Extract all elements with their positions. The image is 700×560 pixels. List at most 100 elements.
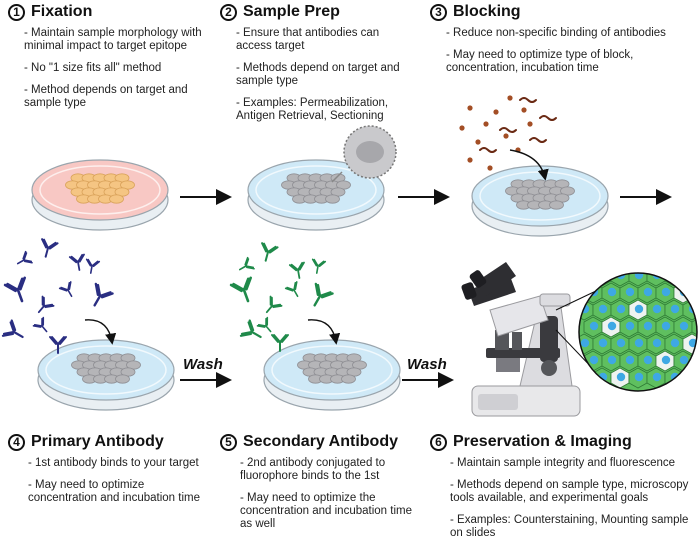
nucleus [643, 355, 653, 365]
note: - 2nd antibody conjugated to fluorophore… [240, 457, 386, 482]
blocking-protein [539, 115, 557, 121]
nucleus [679, 355, 689, 365]
step-notes: - Reduce non-specific binding of antibod… [430, 27, 670, 75]
step-title: Secondary Antibody [243, 433, 398, 450]
step-notes: - 2nd antibody conjugated to fluorophore… [220, 457, 420, 531]
blocking-particle [507, 95, 513, 101]
flow-arrows [180, 189, 672, 388]
microscope-icon [461, 262, 581, 417]
nucleus [688, 273, 697, 280]
primary-antibodies [1, 238, 114, 354]
antibody-icon [238, 256, 255, 271]
nucleus [634, 304, 644, 314]
blocking-protein [499, 127, 517, 133]
antibody-icon [313, 282, 334, 307]
antibody-icon [265, 295, 283, 314]
nucleus [607, 321, 617, 331]
nucleus [616, 304, 626, 314]
cell [325, 194, 340, 204]
blocking-protein [479, 147, 497, 153]
nucleus [688, 372, 697, 382]
step-number: 3 [430, 3, 447, 21]
nucleus [598, 304, 608, 314]
nucleus [580, 273, 590, 280]
drop-arrow-icon [509, 149, 549, 181]
step-primary-antibody: 4 Primary Antibody - 1st antibody binds … [8, 433, 208, 514]
blocking-particle [467, 157, 473, 163]
antibody-icon [311, 258, 327, 274]
nucleus [661, 321, 671, 331]
note: - Reduce non-specific binding of antibod… [446, 27, 666, 39]
nucleus [661, 355, 671, 365]
antibody-icon [37, 295, 55, 314]
nucleus [652, 304, 662, 314]
note: - 1st antibody binds to your target [28, 457, 199, 469]
antibody-icon [229, 276, 252, 303]
step-blocking: 3 Blocking - Reduce non-specific binding… [430, 3, 670, 84]
cell [115, 374, 130, 384]
nucleus [625, 355, 635, 365]
petri-dish-primary [37, 339, 175, 411]
note: - May need to optimize concentration and… [28, 479, 200, 504]
antibody-icon [271, 334, 289, 352]
nucleus [625, 287, 635, 297]
antibody-icon [284, 281, 299, 298]
fluorescence-zoom [578, 272, 698, 392]
cell [341, 374, 356, 384]
note: - May need to optimize type of block, co… [446, 49, 634, 74]
blocking-particle [493, 109, 499, 115]
nucleus [616, 372, 626, 382]
cell [109, 194, 124, 204]
step-number: 5 [220, 433, 237, 451]
blocking-particles [459, 95, 557, 171]
zoom-cell [682, 273, 697, 287]
nucleus [661, 287, 671, 297]
antibody-icon [68, 253, 85, 271]
step-number: 1 [8, 3, 25, 21]
nucleus [598, 338, 608, 348]
note: - Methods depend on target and sample ty… [236, 62, 400, 87]
note: - Method depends on target and sample ty… [24, 84, 188, 109]
antibody-icon [58, 281, 73, 298]
note: - Maintain sample morphology with minima… [24, 27, 202, 52]
nucleus [652, 338, 662, 348]
antibody-icon [256, 316, 272, 333]
step-title: Preservation & Imaging [453, 433, 632, 450]
nucleus [670, 273, 680, 280]
wash-label: Wash [183, 356, 223, 373]
petri-dish-blocking [471, 165, 609, 237]
step-preservation-imaging: 6 Preservation & Imaging - Maintain samp… [430, 433, 695, 549]
nucleus [643, 287, 653, 297]
nucleus [607, 355, 617, 365]
nucleus [643, 321, 653, 331]
nucleus [607, 287, 617, 297]
step-secondary-antibody: 5 Secondary Antibody - 2nd antibody conj… [220, 433, 420, 540]
antibody-icon [3, 276, 26, 303]
note: - Ensure that antibodies can access targ… [236, 27, 380, 52]
step-number: 2 [220, 3, 237, 21]
note: - Examples: Permeabilization, Antigen Re… [236, 97, 389, 122]
blocking-particle [467, 105, 473, 111]
note: - Examples: Counterstaining, Mounting sa… [450, 514, 689, 539]
step-title: Fixation [31, 3, 93, 20]
antibody-icon [49, 336, 67, 354]
nucleus [589, 355, 599, 365]
petri-dish-secondary [263, 339, 401, 411]
step-title: Sample Prep [243, 3, 340, 20]
blocking-particle [487, 165, 493, 171]
petri-dish-sample-prep [247, 159, 385, 231]
step-notes: - Ensure that antibodies can access targ… [220, 27, 400, 123]
nucleus [580, 372, 590, 382]
nucleus [625, 321, 635, 331]
blocking-particle [459, 125, 465, 131]
step-notes: - Maintain sample integrity and fluoresc… [430, 457, 695, 540]
antibody-icon [261, 242, 279, 262]
antibody-icon [93, 282, 114, 307]
antibody-icon [16, 250, 33, 265]
antibody-icon [1, 319, 24, 339]
magnifier-icon [331, 125, 397, 183]
nucleus [598, 273, 608, 280]
nucleus [634, 372, 644, 382]
nucleus [634, 273, 644, 280]
wash-label: Wash [407, 356, 447, 373]
